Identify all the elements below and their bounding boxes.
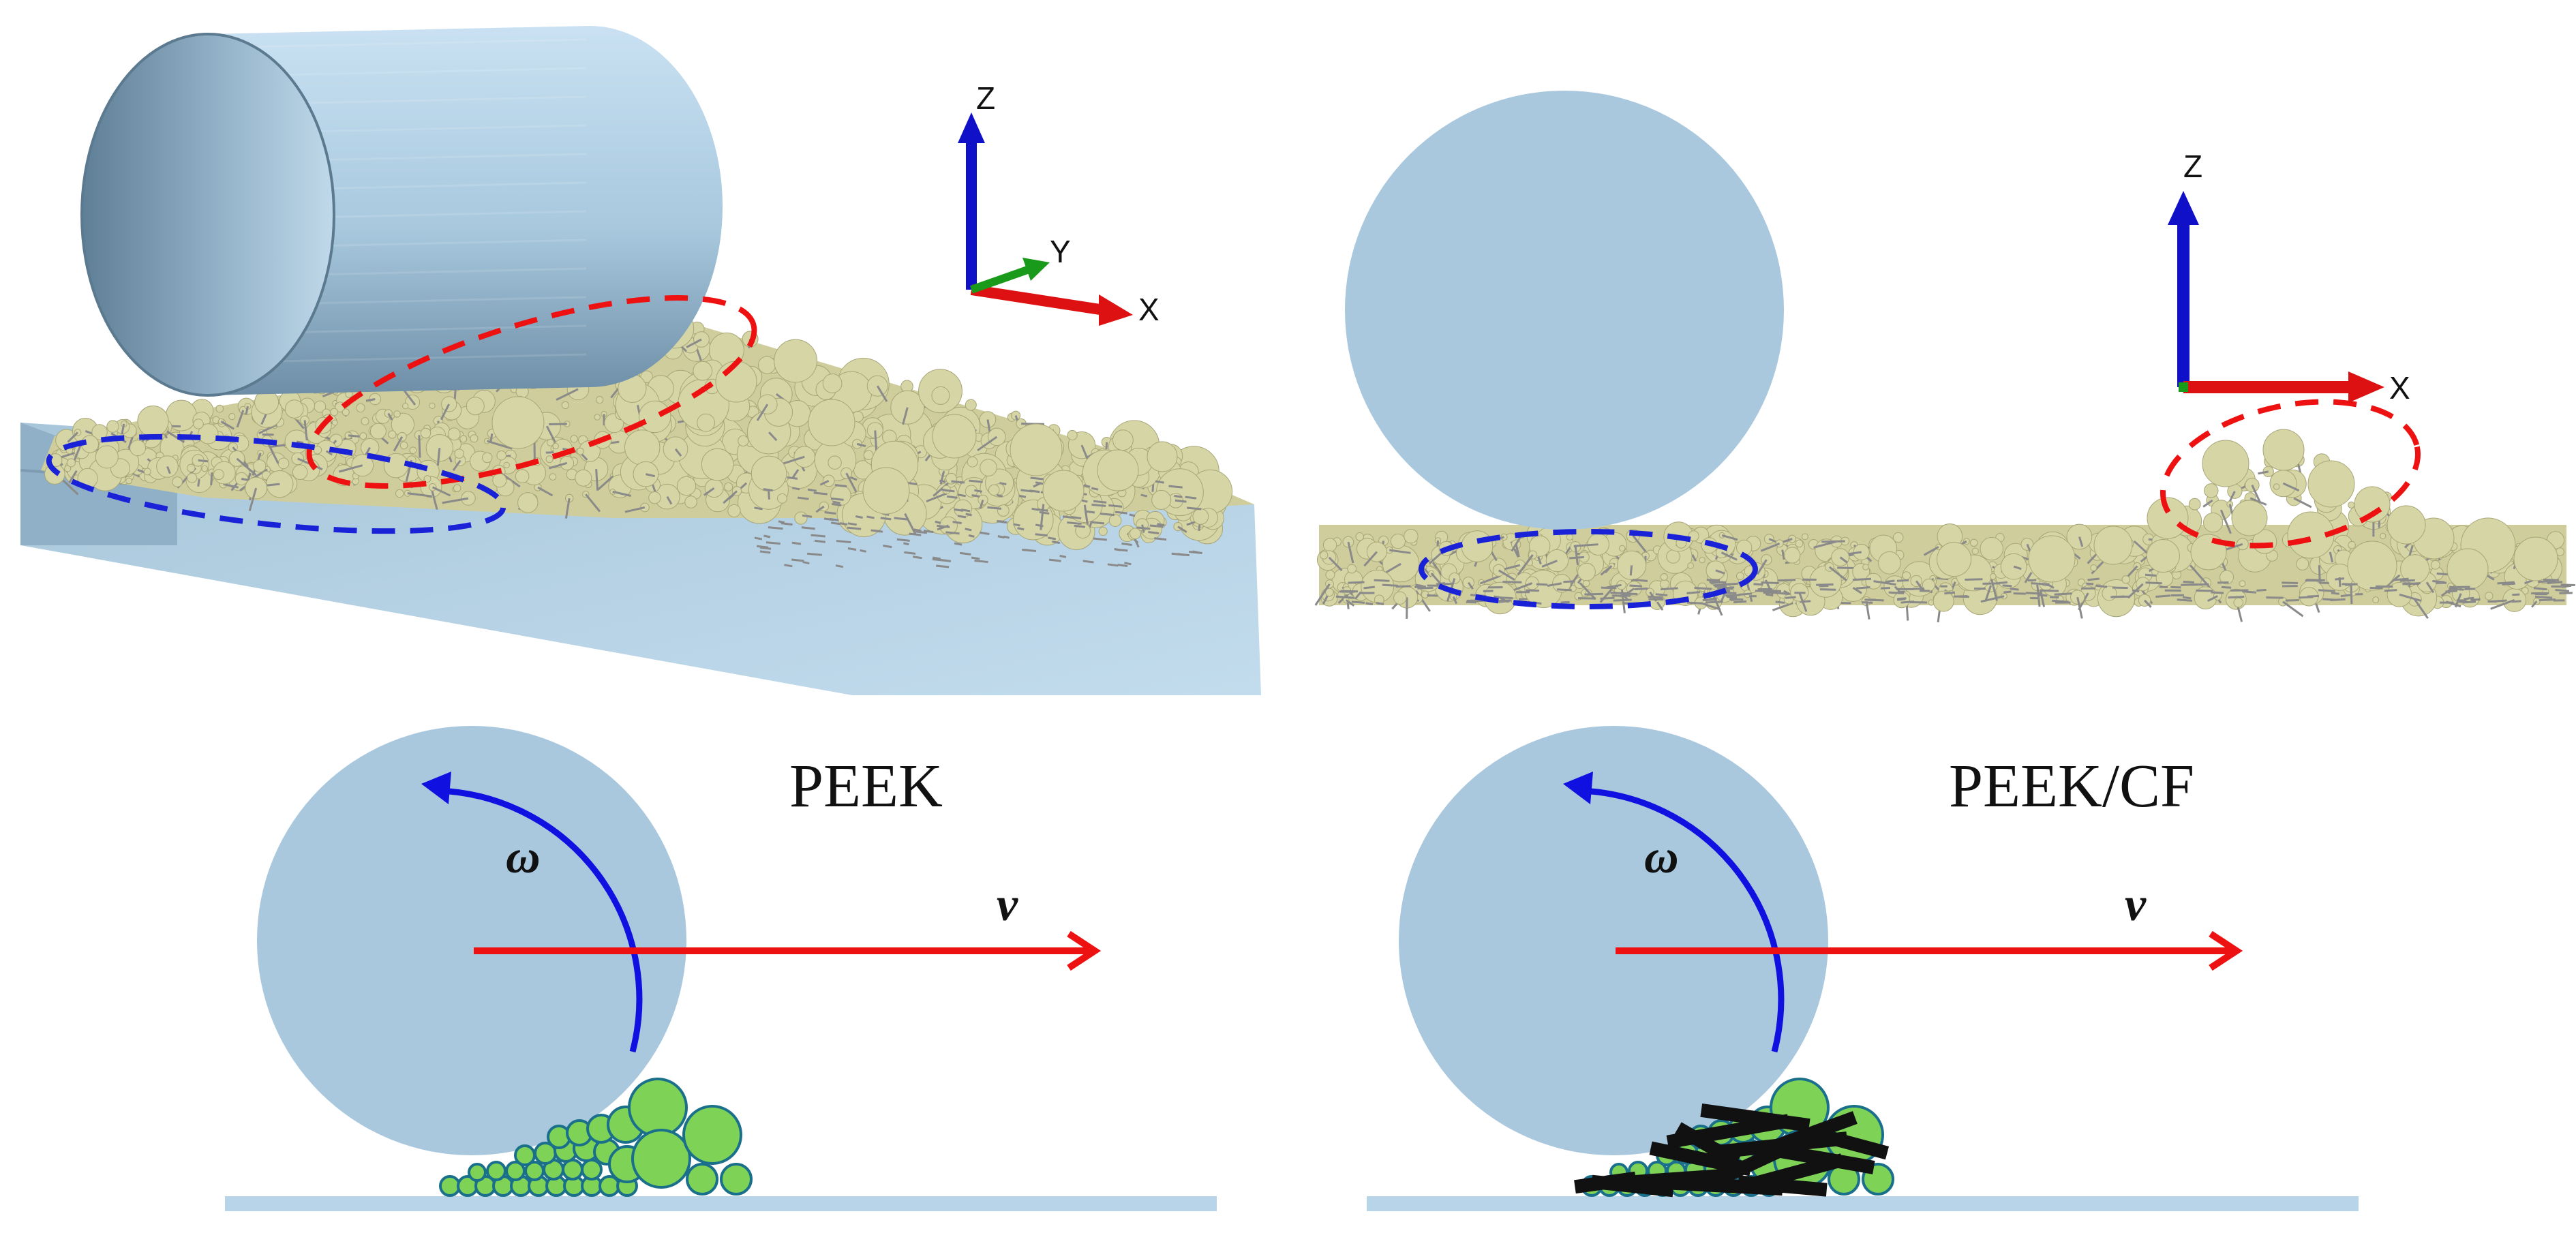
panel-peek-schematic: ω v PEEK — [204, 709, 1227, 1230]
roller-circle — [1399, 726, 1828, 1155]
roller-circle — [257, 726, 686, 1155]
velocity-label: v — [997, 879, 1018, 931]
panel-peek-cf-schematic: ω v PEEK/CF — [1346, 709, 2369, 1230]
coordinate-triad: Z Y X — [958, 80, 1160, 327]
material-label: PEEK — [789, 752, 943, 820]
axis-x-label: X — [2389, 370, 2410, 406]
panel-3d-isometric: Z Y X — [0, 0, 1275, 702]
roller-circle — [1345, 91, 1784, 530]
coordinate-triad: Z X — [2168, 149, 2410, 406]
axis-y-label: Y — [1050, 234, 1071, 269]
peek-cf-schematic: ω v PEEK/CF — [1346, 709, 2369, 1230]
substrate-bar — [1367, 1196, 2359, 1211]
isometric-simulation-view: Z Y X — [0, 0, 1275, 702]
peek-schematic: ω v PEEK — [204, 709, 1227, 1230]
velocity-label: v — [2125, 879, 2147, 931]
substrate-bar — [225, 1196, 1217, 1211]
roller-cylinder — [82, 26, 723, 395]
axis-z-label: Z — [2183, 149, 2202, 184]
material-label: PEEK/CF — [1949, 752, 2194, 820]
panel-3d-side: Z X — [1309, 0, 2576, 702]
side-simulation-view: Z X — [1309, 0, 2576, 702]
omega-label: ω — [506, 831, 541, 883]
omega-label: ω — [1644, 831, 1679, 883]
axis-x-label: X — [1138, 292, 1160, 327]
axis-z-label: Z — [976, 80, 995, 116]
